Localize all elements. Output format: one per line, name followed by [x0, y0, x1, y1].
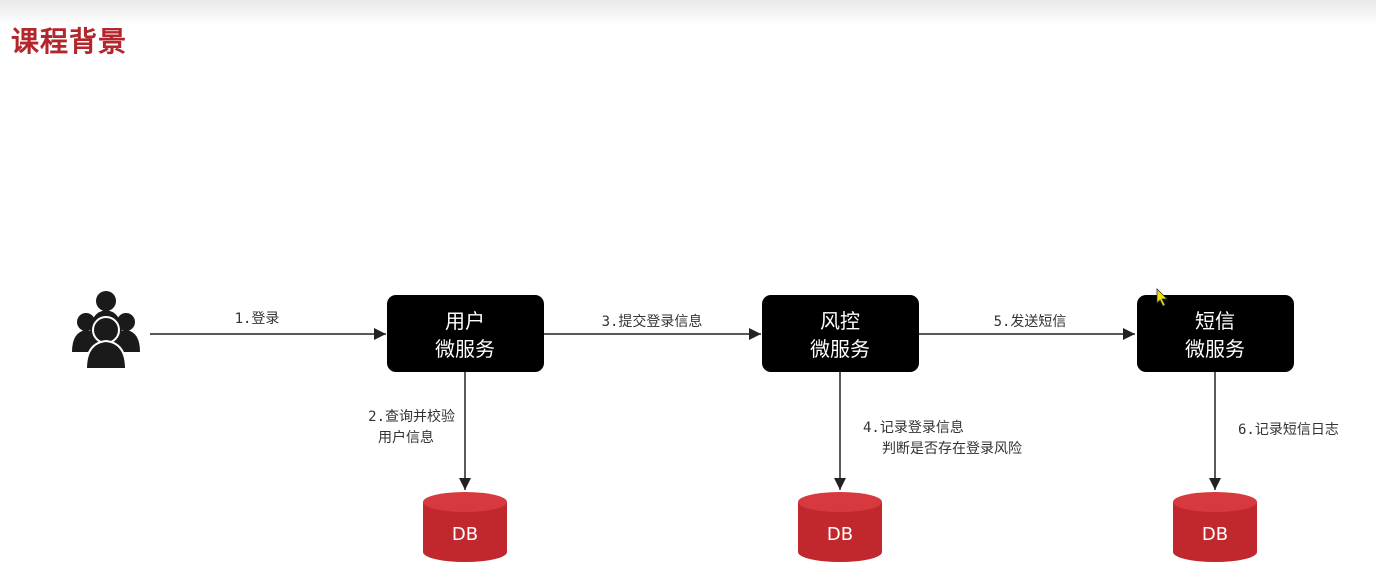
- service-sms: 短信 微服务: [1137, 295, 1294, 372]
- users-group-icon: [72, 291, 140, 370]
- database-risk: DB: [798, 492, 882, 562]
- mouse-cursor-icon: [1156, 288, 1168, 307]
- page-title: 课程背景: [11, 25, 128, 58]
- edge-label-record-sms-log: 6.记录短信日志: [1238, 422, 1339, 438]
- edge-label-send-sms: 5.发送短信: [994, 314, 1067, 330]
- edge-label-record-login-line1: 4.记录登录信息: [863, 419, 964, 436]
- edge-label-submit-login-info: 3.提交登录信息: [602, 313, 703, 330]
- service-risk: 风控 微服务: [762, 295, 919, 372]
- edge-label-login: 1.登录: [235, 311, 280, 327]
- service-user: 用户 微服务: [387, 295, 544, 372]
- service-user-line2: 微服务: [435, 337, 495, 361]
- edge-label-query-user-line1: 2.查询并校验: [368, 408, 455, 425]
- top-bar: [0, 0, 1376, 26]
- database-sms: DB: [1173, 492, 1257, 562]
- database-user-label: DB: [452, 524, 478, 545]
- database-user: DB: [423, 492, 507, 562]
- service-risk-line2: 微服务: [810, 337, 870, 361]
- edge-label-query-user-line2: 用户信息: [378, 429, 434, 446]
- service-sms-line1: 短信: [1195, 309, 1235, 333]
- service-sms-line2: 微服务: [1185, 337, 1245, 361]
- service-risk-line1: 风控: [820, 309, 860, 333]
- service-user-line1: 用户: [445, 309, 485, 333]
- edge-label-record-login-line2: 判断是否存在登录风险: [882, 441, 1022, 457]
- database-risk-label: DB: [827, 524, 853, 545]
- database-sms-label: DB: [1202, 524, 1228, 545]
